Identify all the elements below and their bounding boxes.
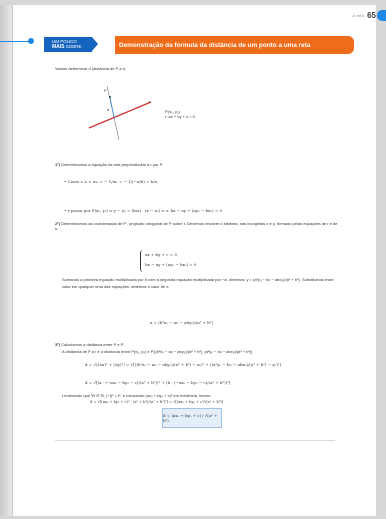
system-eq-1: ax + by + c = 0 <box>145 252 177 257</box>
section-tag-line2: MAIS SOBRE <box>52 44 82 50</box>
section-connector-dot <box>28 38 34 44</box>
step-1-number: 1º) <box>55 162 61 167</box>
book-page <box>12 5 376 516</box>
step-3-number: 3º) <box>55 342 61 347</box>
final-formula-box: d = |ax₀ + by₀ + c| / √(a² + b²) <box>162 408 222 428</box>
left-page-edge <box>0 5 12 516</box>
system-eq-2: bx − ay + (ay₀ − bx₀) = 0 <box>145 262 197 267</box>
step-2-elimination: Somando a primeira equação multiplicada … <box>62 277 334 289</box>
step-3-distance-intro: A distância de P a r é a distância entre… <box>62 349 253 354</box>
diagram-label-p: P <box>104 89 107 93</box>
point-and-line-info: P(x₀, y₀) r: ax + by + c = 0 <box>165 109 195 119</box>
line-r <box>88 101 152 129</box>
step-2-text: Determinamos as coordenadas de P', proje… <box>55 221 338 231</box>
equation-system: ax + by + c = 0 bx − ay + (ay₀ − bx₀) = … <box>140 250 196 272</box>
step-3-lemma: Lembrando que ∀t ∈ ℝ, (−t)² = t², e colo… <box>62 393 212 398</box>
step-3-distance-3: d = √[(ax₀ + by₀ + c)² · (a² + b²)/(a² +… <box>90 400 224 404</box>
section-tag-bold: MAIS <box>52 44 65 50</box>
page-number: 65 <box>367 11 376 20</box>
final-formula: d = |ax₀ + by₀ + c| / √(a² + b²) <box>163 413 218 423</box>
diagram-label-r: r <box>149 100 151 104</box>
step-1-text: Determinamos a equação da reta perpendic… <box>61 162 163 167</box>
bottom-divider <box>55 440 335 441</box>
step-3: 3º) Calculamos a distância entre P e P'. <box>55 342 345 347</box>
running-head: A reta <box>352 13 364 18</box>
intro-paragraph: Vamos determinar d (distância de P a r). <box>55 66 345 71</box>
section-connector-line <box>0 41 31 42</box>
step-2-x-value: x = (b²x₀ − ac − aby₀)/(a² + b²) <box>150 320 214 325</box>
step-1-line-s: • s passa por P(x₀, y₀) ⇒ y − y₀ = (b/a)… <box>64 208 222 213</box>
step-3-distance-2: d = √[(a · (−ax₀ − by₀ − c)/(a² + b²))² … <box>85 380 231 385</box>
line-equation: r: ax + by + c = 0 <box>165 114 195 119</box>
section-tag-line1: UM POUCO <box>52 39 77 44</box>
step-2: 2º) Determinamos as coordenadas de P', p… <box>55 221 340 231</box>
section-tag-badge: UM POUCO MAIS SOBRE <box>44 37 98 52</box>
intro-text: Vamos determinar d (distância de P a r). <box>55 66 127 71</box>
distance-segment <box>109 96 115 120</box>
step-3-distance-1: d = √((Δx)² + (Δy)²) = √[((b²x₀ − ac − a… <box>85 362 281 367</box>
section-heading: Demonstração da fórmula da distância de … <box>115 36 354 54</box>
section-tag: UM POUCO MAIS SOBRE <box>44 37 98 52</box>
step-2-number: 2º) <box>55 221 61 226</box>
diagram-label-d: d <box>107 108 110 112</box>
step-3-text: Calculamos a distância entre P e P'. <box>61 342 126 347</box>
step-1: 1º) Determinamos a equação da reta perpe… <box>55 162 345 167</box>
page-marker-tab <box>377 10 386 21</box>
section-tag-rest: SOBRE <box>65 44 82 49</box>
point-line-diagram <box>88 85 152 141</box>
step-1-slope: • Como s ⊥ r, mₛ = − 1/mᵣ = − 1/(−a/b) =… <box>64 179 159 184</box>
point-coordinates: P(x₀, y₀) <box>165 109 180 114</box>
